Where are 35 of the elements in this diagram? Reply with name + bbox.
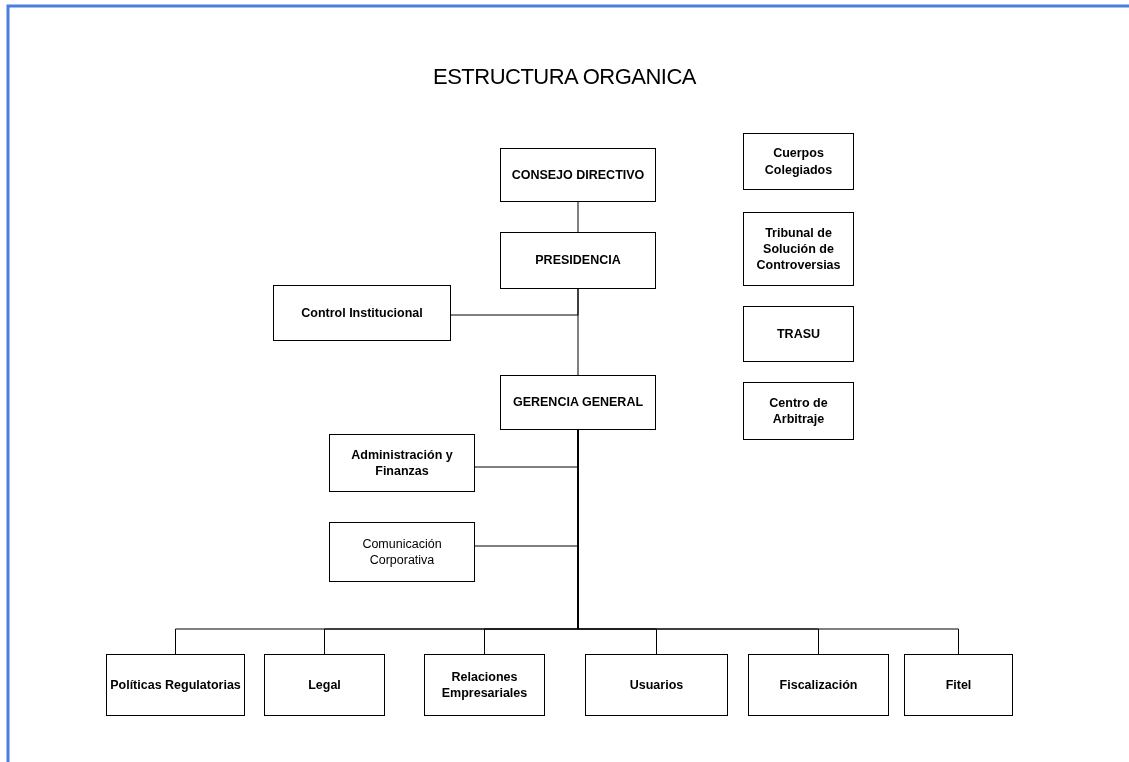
org-unit-box: [585, 654, 728, 716]
unit-name: Comunicación Corporativa: [361, 535, 443, 569]
unit-name: Control Institucional: [301, 304, 423, 322]
unit-name: TRASU: [776, 325, 821, 343]
unit-name: Centro de Arbitraje: [768, 394, 829, 428]
org-unit-box: [424, 654, 545, 716]
org-unit-box: [743, 212, 854, 286]
connector-line: [577, 201, 579, 233]
org-unit-box: [743, 133, 854, 190]
unit-name: Tribunal de Solución de Controversias: [755, 224, 842, 274]
org-unit-box: [500, 232, 656, 289]
org-unit-box: [743, 306, 854, 362]
org-unit-box: [106, 654, 245, 716]
unit-name: Fitel: [945, 676, 972, 694]
org-unit-box: [743, 382, 854, 440]
org-unit-box: [500, 375, 656, 430]
org-unit-box: [329, 522, 475, 582]
unit-name: Administración y Finanzas: [350, 446, 454, 480]
org-unit-box: [748, 654, 889, 716]
unit-name: Fiscalización: [779, 676, 858, 694]
unit-name: PRESIDENCIA: [535, 252, 621, 269]
unit-name: Usuarios: [629, 676, 684, 694]
unit-name: GERENCIA GENERAL: [512, 394, 644, 411]
chart-title: ESTRUCTURA ORGANICA: [431, 64, 698, 90]
unit-name: CONSEJO DIRECTIVO: [511, 166, 645, 184]
unit-name: Relaciones Empresariales: [440, 668, 529, 702]
unit-name: Cuerpos Colegiados: [763, 145, 834, 178]
unit-name: Legal: [308, 676, 341, 694]
connector-line: [450, 288, 579, 316]
org-unit-box: [264, 654, 385, 716]
unit-name: Políticas Regulatorias: [110, 676, 241, 694]
org-unit-box: [904, 654, 1013, 716]
org-unit-box: [500, 148, 656, 202]
org-unit-box: [329, 434, 475, 492]
org-unit-box: [273, 285, 451, 341]
